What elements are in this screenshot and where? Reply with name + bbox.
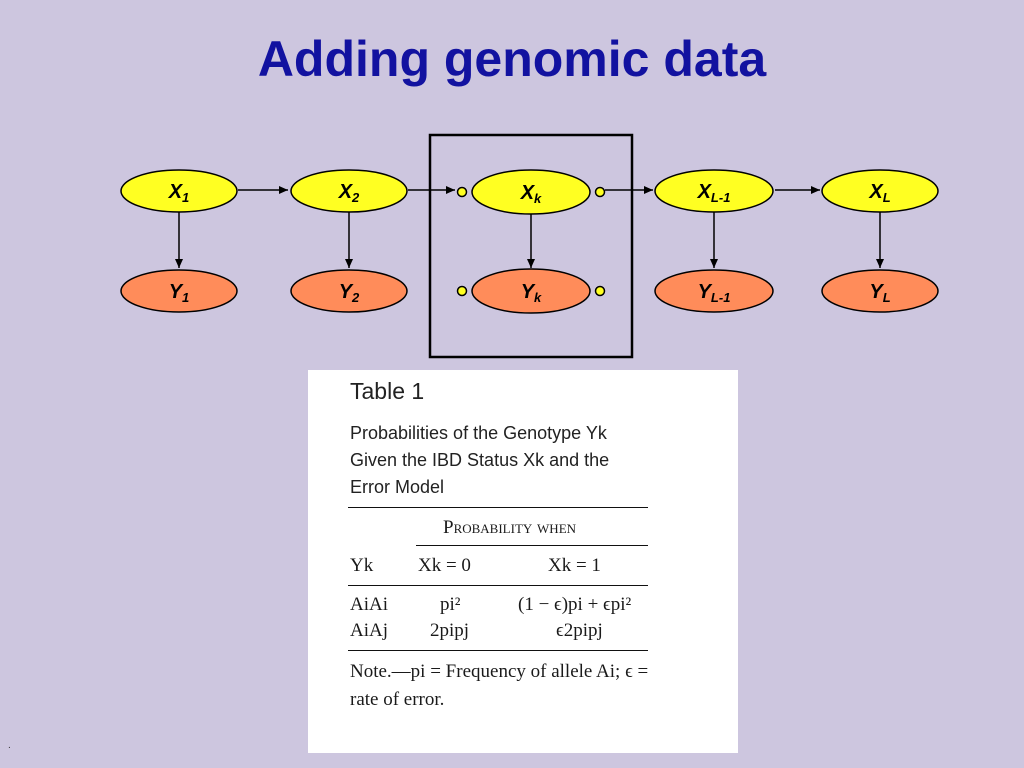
footer-dot: .: [8, 740, 11, 751]
svg-text:X1: X1: [168, 181, 190, 205]
node-x1: X1: [120, 169, 238, 213]
row-value: 2pipj: [430, 620, 470, 641]
row-value: (1 − ϵ)pi + ϵpi²: [518, 594, 632, 615]
table-rule: [348, 650, 648, 651]
node-yl: YL: [821, 269, 939, 313]
header-group: Probability when: [443, 517, 577, 538]
row-label: AiAi: [350, 594, 388, 615]
hmm-diagram: X1 X2 Xk XL-1 XL Y1 Y2 Yk YL-1 YL: [120, 133, 939, 359]
node-yl1: YL-1: [654, 269, 774, 313]
node-xl1: XL-1: [654, 169, 774, 213]
svg-text:Yk: Yk: [521, 281, 542, 305]
connector-dot: [456, 186, 468, 198]
svg-text:Xk: Xk: [520, 182, 542, 206]
node-yk: Yk: [471, 268, 591, 314]
col-header-yk: Yk: [350, 555, 374, 576]
table-title: Table 1: [350, 378, 425, 404]
node-xk: Xk: [471, 169, 591, 215]
slide-title: Adding genomic data: [257, 31, 767, 87]
connector-dot: [594, 186, 606, 198]
table-rule: [348, 507, 648, 508]
node-x2: X2: [290, 169, 408, 213]
table-rule: [416, 545, 648, 546]
svg-text:XL: XL: [868, 181, 890, 205]
plate-box: [428, 133, 634, 359]
table-caption: Probabilities of the Genotype Yk Given t…: [350, 423, 610, 497]
node-xl: XL: [821, 169, 939, 213]
col-header-x0: Xk = 0: [418, 555, 471, 576]
row-label: AiAj: [350, 620, 388, 641]
row-value: ϵ2pipj: [556, 620, 603, 641]
node-y2: Y2: [290, 269, 408, 313]
svg-text:X2: X2: [338, 181, 360, 205]
svg-text:YL-1: YL-1: [698, 281, 731, 305]
svg-text:Y2: Y2: [339, 281, 360, 305]
genotype-probability-table: Table 1 Probabilities of the Genotype Yk…: [308, 370, 738, 753]
connector-dot: [594, 285, 606, 297]
node-y1: Y1: [120, 269, 238, 313]
svg-text:XL-1: XL-1: [697, 181, 731, 205]
svg-text:Y1: Y1: [169, 281, 190, 305]
connector-dot: [456, 285, 468, 297]
table-note: Note.—pi = Frequency of allele Ai; ϵ = r…: [350, 661, 649, 710]
table-rule: [348, 585, 648, 586]
row-value: pi²: [440, 594, 461, 615]
svg-text:YL: YL: [869, 281, 890, 305]
col-header-x1: Xk = 1: [548, 555, 601, 576]
